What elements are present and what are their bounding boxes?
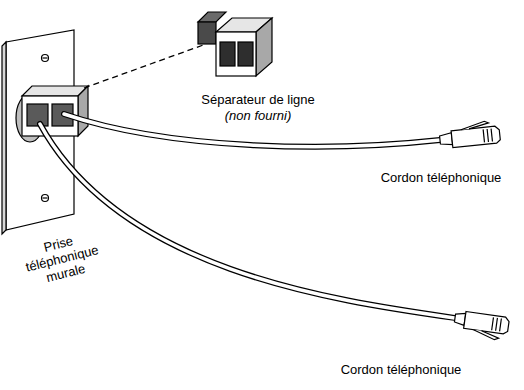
part-label: Cordon téléphonique	[366, 170, 516, 185]
part-label: Cordon téléphonique	[326, 362, 476, 377]
part-label: Séparateur de ligne	[188, 92, 328, 107]
splitter-in-jack	[16, 86, 88, 142]
note-label: (non fourni)	[188, 108, 328, 123]
dashed-guide	[84, 44, 206, 88]
rj11-plug	[453, 310, 510, 341]
phone-cord	[40, 124, 455, 318]
line-splitter	[198, 12, 272, 76]
part-label: Prise téléphonique murale	[12, 226, 112, 292]
rj11-plug	[439, 120, 501, 149]
